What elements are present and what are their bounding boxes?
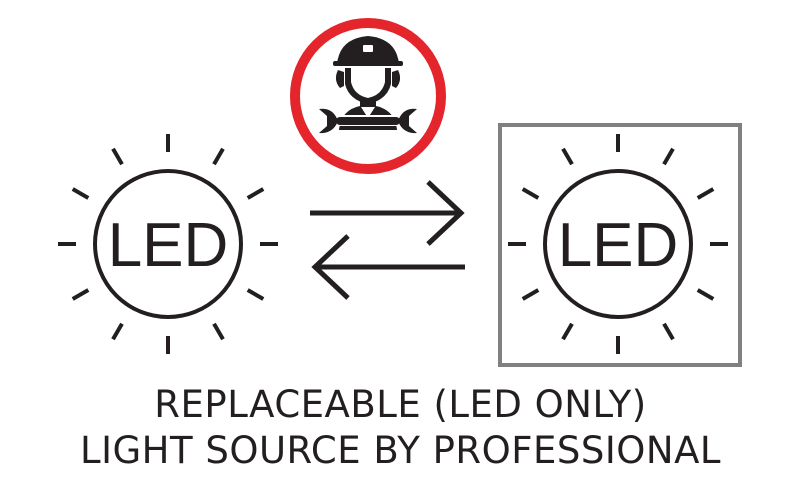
led-bulb-icon bbox=[58, 134, 278, 354]
light-ray bbox=[246, 288, 265, 301]
light-ray bbox=[212, 322, 225, 341]
light-ray bbox=[71, 288, 90, 301]
light-ray bbox=[696, 187, 715, 200]
light-ray bbox=[561, 147, 574, 166]
technician-with-wrench-icon bbox=[319, 36, 417, 134]
light-ray bbox=[212, 147, 225, 166]
swap-arrows-icon bbox=[310, 180, 465, 300]
light-ray bbox=[521, 187, 540, 200]
badge-ring bbox=[290, 18, 446, 174]
left-bulb-circle bbox=[93, 169, 243, 319]
left-bulb-rays bbox=[58, 134, 278, 354]
led-bulb-icon bbox=[508, 134, 728, 354]
light-ray bbox=[662, 322, 675, 341]
light-ray bbox=[111, 147, 124, 166]
light-ray bbox=[696, 288, 715, 301]
light-ray bbox=[521, 288, 540, 301]
light-ray bbox=[662, 147, 675, 166]
light-ray bbox=[111, 322, 124, 341]
right-bulb-circle bbox=[543, 169, 693, 319]
left-bulb-label: LED bbox=[108, 211, 229, 280]
light-ray bbox=[561, 322, 574, 341]
technician-badge bbox=[290, 18, 446, 174]
light-ray bbox=[71, 187, 90, 200]
arrow-left bbox=[311, 234, 465, 300]
replacement-frame bbox=[498, 123, 742, 367]
caption-line-2: LIGHT SOURCE BY PROFESSIONAL bbox=[79, 429, 722, 472]
right-bulb-rays bbox=[508, 134, 728, 354]
arrow-right bbox=[310, 180, 465, 246]
light-ray bbox=[246, 187, 265, 200]
caption-line-1: REPLACEABLE (LED ONLY) bbox=[154, 383, 647, 426]
right-bulb-label: LED bbox=[558, 211, 679, 280]
